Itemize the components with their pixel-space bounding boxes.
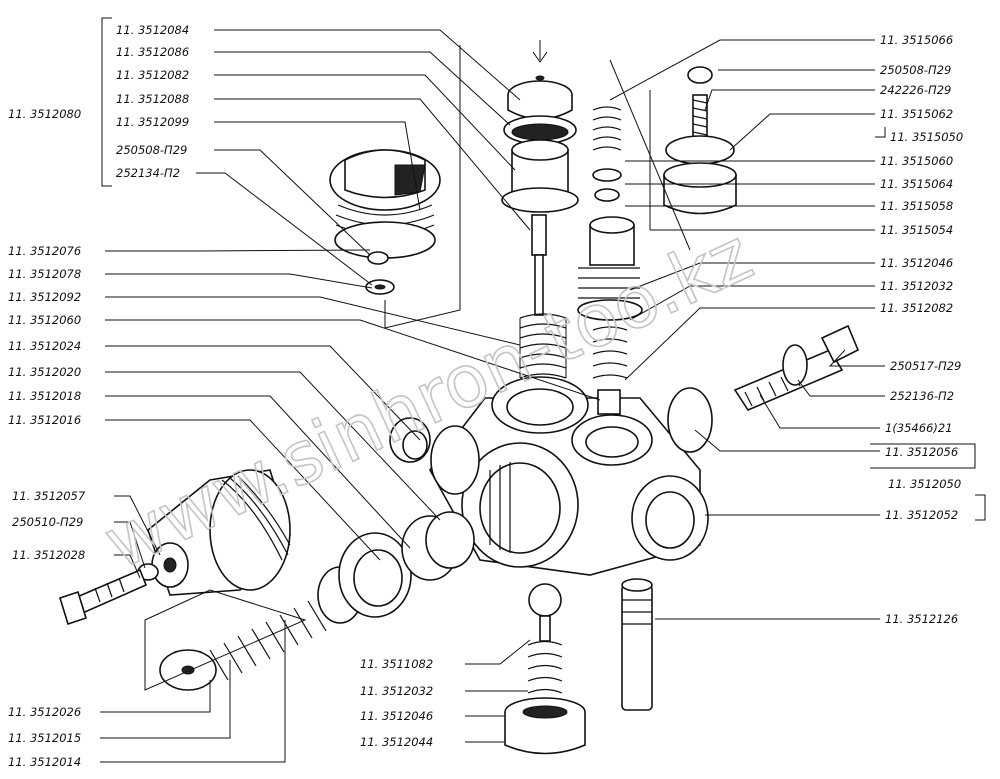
label-242226: 242226-П29 xyxy=(880,83,951,97)
right-bolt xyxy=(733,324,860,411)
label-3512057: 11. 3512057 xyxy=(12,489,86,503)
label-3511082: 11. 3511082 xyxy=(360,657,433,671)
label-3512032-right: 11. 3512032 xyxy=(880,279,953,293)
label-250517: 250517-П29 xyxy=(890,359,961,373)
left-plug-assembly xyxy=(59,469,291,626)
label-3512088: 11. 3512088 xyxy=(116,92,189,106)
label-3512028: 11. 3512028 xyxy=(12,548,85,562)
label-3512060: 11. 3512060 xyxy=(8,313,81,327)
label-3512046-bottom: 11. 3512046 xyxy=(360,709,433,723)
label-3512050: 11. 3512050 xyxy=(888,477,961,491)
part-labels: 11. 3512084 11. 3512086 11. 3512082 11. … xyxy=(8,23,963,769)
label-3515058: 11. 3515058 xyxy=(880,199,953,213)
label-3515054: 11. 3515054 xyxy=(880,223,953,237)
label-3512026: 11. 3512026 xyxy=(8,705,81,719)
bottom-valve-assembly xyxy=(504,583,586,755)
right-valve-stack xyxy=(577,106,643,415)
label-3512092: 11. 3512092 xyxy=(8,290,81,304)
label-250510: 250510-П29 xyxy=(12,515,83,529)
label-3512046-right: 11. 3512046 xyxy=(880,256,953,270)
label-3512076: 11. 3512076 xyxy=(8,244,81,258)
label-3512078: 11. 3512078 xyxy=(8,267,81,281)
center-spring xyxy=(519,313,567,379)
label-3512082-top: 11. 3512082 xyxy=(116,68,189,82)
left-cap-assembly xyxy=(329,149,441,295)
top-right-cap xyxy=(663,66,737,215)
label-35466: 1(35466)21 xyxy=(885,421,953,435)
label-3512044: 11. 3512044 xyxy=(360,735,433,749)
bottom-tube xyxy=(621,578,653,711)
label-3512024: 11. 3512024 xyxy=(8,339,81,353)
label-3512016: 11. 3512016 xyxy=(8,413,81,427)
label-3515066: 11. 3515066 xyxy=(880,33,953,47)
leader-lines xyxy=(100,17,986,763)
label-250508-right: 250508-П29 xyxy=(880,63,951,77)
valve-body xyxy=(429,376,713,576)
label-3515062: 11. 3515062 xyxy=(880,107,953,121)
top-cap-assembly xyxy=(501,75,579,316)
label-3512020: 11. 3512020 xyxy=(8,365,81,379)
label-3515050: 11. 3515050 xyxy=(890,130,963,144)
label-3512032-bottom: 11. 3512032 xyxy=(360,684,433,698)
label-3512084: 11. 3512084 xyxy=(116,23,189,37)
label-3512086: 11. 3512086 xyxy=(116,45,189,59)
label-3512056: 11. 3512056 xyxy=(885,445,958,459)
label-3512082-right: 11. 3512082 xyxy=(880,301,953,315)
label-3512126: 11. 3512126 xyxy=(885,612,958,626)
label-3512080: 11. 3512080 xyxy=(8,107,81,121)
label-3515060: 11. 3515060 xyxy=(880,154,953,168)
label-252136: 252136-П2 xyxy=(890,389,954,403)
label-3515064: 11. 3515064 xyxy=(880,177,953,191)
label-3512052: 11. 3512052 xyxy=(885,508,958,522)
label-252134: 252134-П2 xyxy=(116,166,180,180)
label-250508-left: 250508-П29 xyxy=(116,143,187,157)
label-3512099: 11. 3512099 xyxy=(116,115,189,129)
label-3512014: 11. 3512014 xyxy=(8,755,81,769)
label-3512015: 11. 3512015 xyxy=(8,731,81,745)
label-3512018: 11. 3512018 xyxy=(8,389,81,403)
small-plug xyxy=(389,417,431,463)
